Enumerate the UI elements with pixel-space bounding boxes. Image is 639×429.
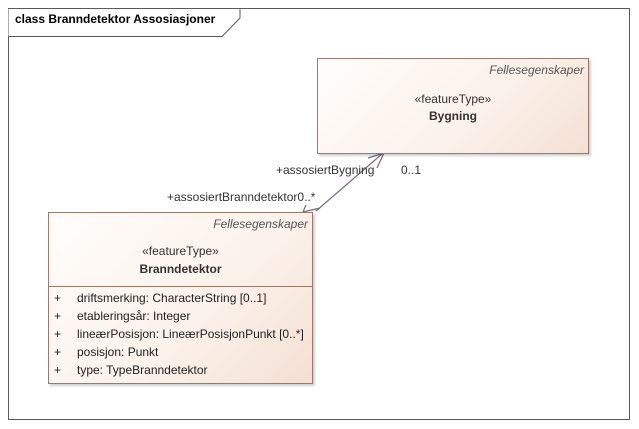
association-end-label-branndetektor: +assosiertBranndetektor0..* — [167, 190, 315, 204]
attribute-visibility: + — [54, 291, 62, 305]
attribute-row[interactable]: + lineærPosisjon: LineærPosisjonPunkt [0… — [49, 327, 312, 344]
class-bygning[interactable]: Fellesegenskaper «featureType» Bygning — [317, 58, 589, 154]
role-label-bygning: +assosiertBygning — [276, 163, 375, 177]
package-label: Fellesegenskaper — [489, 63, 584, 77]
attribute-text: lineærPosisjon: LineærPosisjonPunkt [0..… — [77, 327, 304, 341]
role-label-branndetektor: +assosiertBranndetektor — [167, 190, 298, 204]
multiplicity-branndetektor: 0..* — [297, 190, 316, 204]
class-branndetektor[interactable]: Fellesegenskaper «featureType» Branndete… — [48, 212, 313, 384]
package-label: Fellesegenskaper — [213, 217, 308, 231]
attribute-text: type: TypeBranndetektor — [77, 363, 208, 377]
class-name: Bygning — [429, 109, 477, 123]
association-line — [315, 153, 383, 212]
attribute-row[interactable]: + etableringsår: Integer — [49, 309, 312, 326]
attribute-text: posisjon: Punkt — [77, 345, 159, 359]
attribute-text: driftsmerking: CharacterString [0..1] — [77, 291, 267, 305]
arrow-head-branndetektor — [301, 204, 321, 213]
multiplicity-bygning: 0..1 — [401, 163, 422, 177]
stereotype-label: «featureType» — [414, 92, 492, 106]
attribute-compartment: + driftsmerking: CharacterString [0..1] … — [49, 286, 312, 383]
attribute-row[interactable]: + type: TypeBranndetektor — [49, 363, 312, 380]
attribute-text: etableringsår: Integer — [77, 309, 191, 323]
frame-title-tab: class Branndetektor Assosiasjoner — [8, 8, 248, 43]
attribute-visibility: + — [54, 309, 62, 323]
class-name: Branndetektor — [139, 262, 222, 276]
attribute-visibility: + — [54, 345, 62, 359]
stereotype-label: «featureType» — [142, 244, 219, 258]
frame-title: class Branndetektor Assosiasjoner — [15, 12, 216, 26]
frame-tab-outline — [8, 8, 241, 37]
attribute-visibility: + — [54, 363, 62, 377]
attribute-visibility: + — [54, 327, 62, 341]
attribute-row[interactable]: + driftsmerking: CharacterString [0..1] — [49, 291, 312, 308]
diagram-frame — [8, 8, 630, 420]
attribute-row[interactable]: + posisjon: Punkt — [49, 345, 312, 362]
